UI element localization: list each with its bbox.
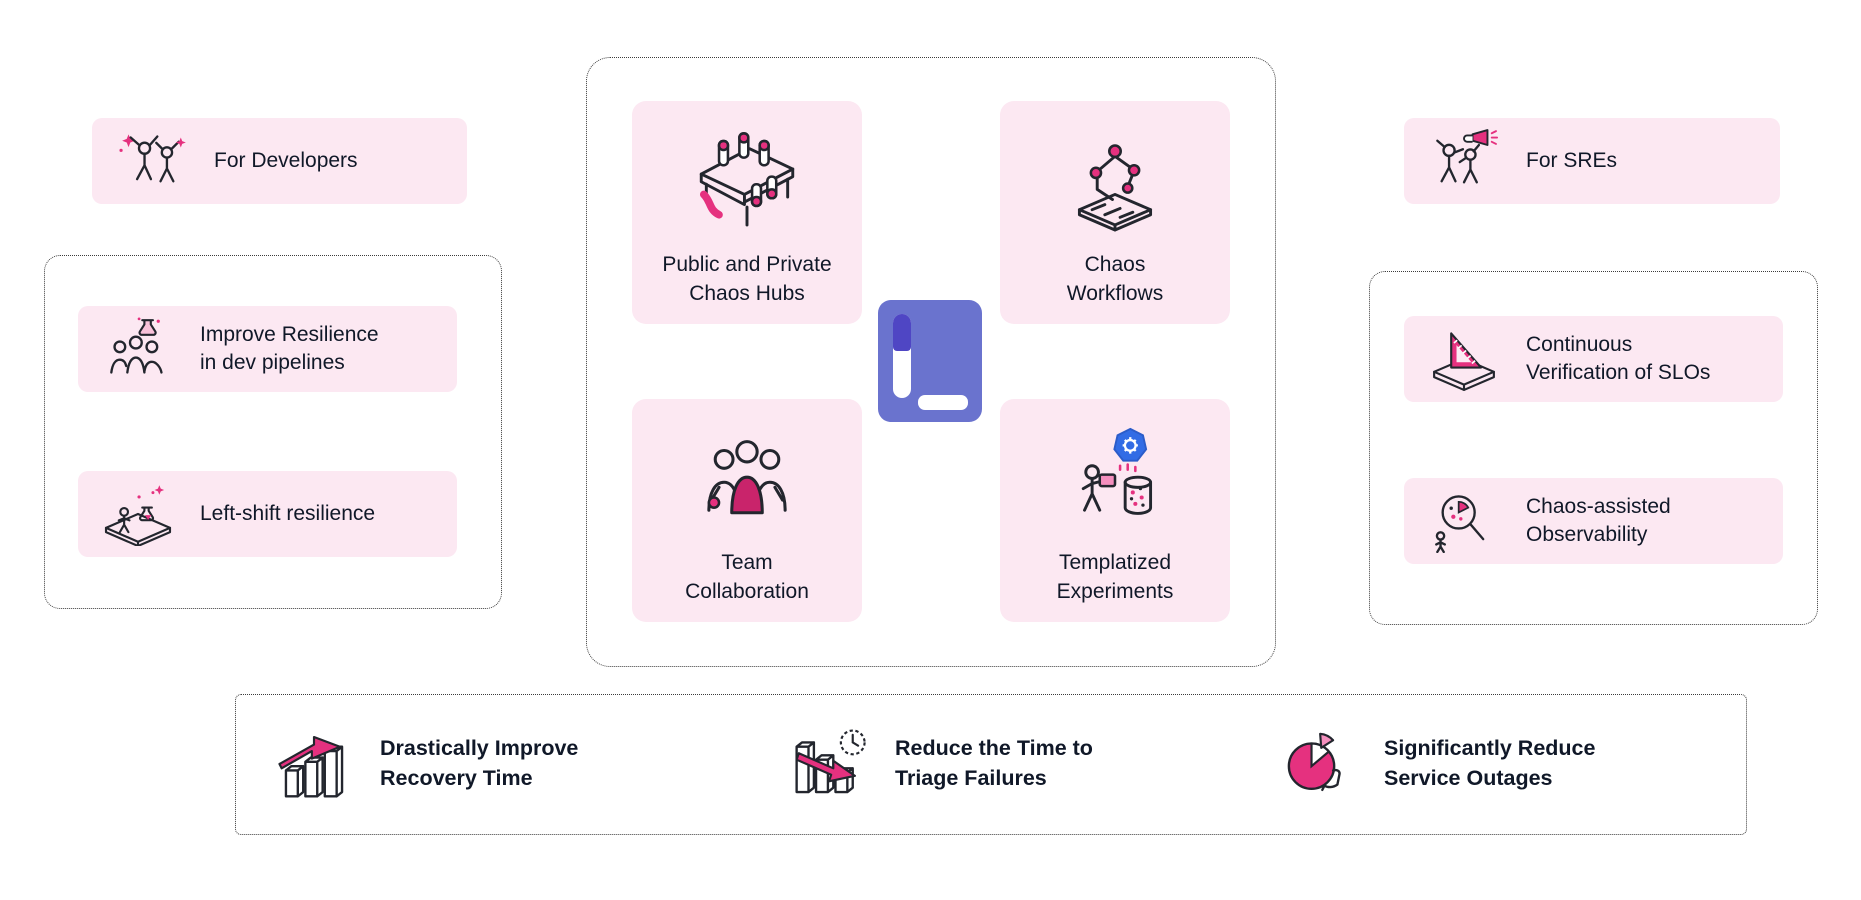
observability-magnifier-icon [1418,489,1510,553]
celebrating-developers-icon [106,129,198,193]
kubernetes-experiment-icon [1054,413,1176,549]
team-collaboration-label: Team Collaboration [685,551,809,603]
for-sres-label: For SREs [1526,148,1618,172]
outcomes-box [235,694,1747,835]
chaos-hubs-card: Public and Private Chaos Hubs [632,101,862,324]
chaos-workflows-card: Chaos Workflows [1000,101,1230,324]
service-outages-label: Significantly Reduce Service Outages [1384,736,1596,790]
sres-group-box [1369,271,1818,625]
slo-verification-card: Continuous Verification of SLOs [1404,316,1783,402]
litmus-logo-vertical-bar-top [893,314,911,351]
improve-resilience-label: Improve Resilience in dev pipelines [200,322,379,374]
experiment-platform-icon [92,482,184,546]
templatized-experiments-card: Templatized Experiments [1000,399,1230,622]
recovery-arrow-icon [268,725,360,803]
left-shift-label: Left-shift resilience [200,501,376,525]
team-collaboration-card: Team Collaboration [632,399,862,622]
outage-pie-icon [1272,725,1364,803]
chaos-workflows-label: Chaos Workflows [1066,253,1164,305]
developers-group-box [44,255,502,609]
team-collaboration-icon [686,413,808,549]
litmus-logo-horizontal-bar [918,395,968,410]
recovery-time-item: Drastically Improve Recovery Time [268,694,578,833]
for-developers-label: For Developers [214,148,358,172]
triage-failures-item: Reduce the Time to Triage Failures [783,694,1093,833]
for-developers-card: For Developers [92,118,467,204]
chaos-hubs-label: Public and Private Chaos Hubs [662,253,832,305]
slo-gauge-icon [1418,327,1510,391]
recovery-time-label: Drastically Improve Recovery Time [380,736,579,790]
observability-card: Chaos-assisted Observability [1404,478,1783,564]
litmus-logo [878,300,982,422]
triage-failures-label: Reduce the Time to Triage Failures [895,736,1093,790]
platform-features-box [586,57,1276,667]
triage-clock-icon [783,725,875,803]
observability-label: Chaos-assisted Observability [1526,494,1671,546]
left-shift-card: Left-shift resilience [78,471,457,557]
templatized-experiments-label: Templatized Experiments [1056,551,1174,603]
chaos-hub-rack-icon [686,115,808,251]
slo-verification-label: Continuous Verification of SLOs [1526,332,1711,384]
for-sres-card: For SREs [1404,118,1780,204]
service-outages-item: Significantly Reduce Service Outages [1272,694,1595,833]
team-with-flask-icon [92,317,184,381]
improve-resilience-card: Improve Resilience in dev pipelines [78,306,457,392]
workflow-nodes-icon [1054,115,1176,251]
sre-announcement-icon [1418,129,1510,193]
